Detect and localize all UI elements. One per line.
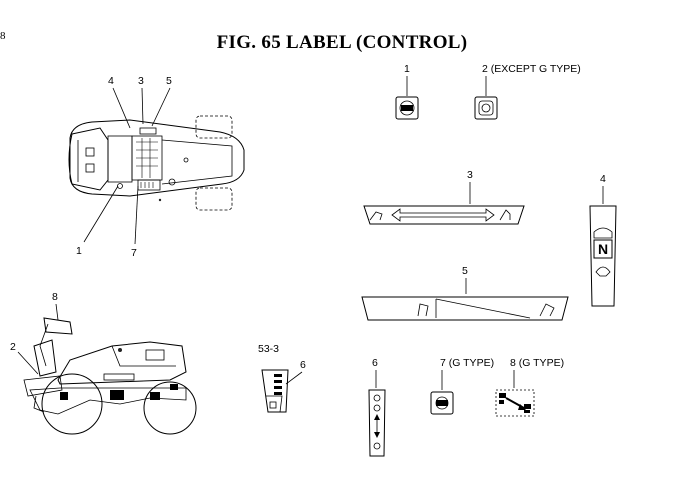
label-8: 8 (G TYPE) xyxy=(495,357,564,417)
label-5: 5 xyxy=(361,265,569,321)
callout-7: 7 xyxy=(131,247,137,259)
label-7: 7 (G TYPE) xyxy=(430,357,494,415)
label-3: 3 xyxy=(363,169,525,225)
figure-title: FIG. 65 LABEL (CONTROL) xyxy=(216,32,468,53)
label-6-number: 6 xyxy=(372,357,378,369)
top-view-callouts: 4 3 5 1 7 xyxy=(76,75,172,259)
callout-1: 1 xyxy=(76,245,82,257)
label-1: 1 xyxy=(395,63,419,120)
callout-3: 3 xyxy=(138,75,144,87)
tractor-side-view xyxy=(23,317,197,435)
callout-4: 4 xyxy=(108,75,114,87)
label-5-number: 5 xyxy=(462,265,468,277)
tractor-top-view xyxy=(68,115,245,211)
label-4-number: 4 xyxy=(600,173,606,185)
detail-ref-53-3: 53-3 xyxy=(258,343,279,355)
label-4-n-mark: N xyxy=(598,241,608,257)
label-2-number: 2 (EXCEPT G TYPE) xyxy=(482,63,581,75)
callout-5: 5 xyxy=(166,75,172,87)
side-view-callouts: 8 2 xyxy=(10,291,59,375)
seat-detail-53-3: 53-3 6 xyxy=(258,343,306,413)
label-8-number: 8 (G TYPE) xyxy=(510,357,564,369)
label-3-number: 3 xyxy=(467,169,473,181)
label-2: 2 (EXCEPT G TYPE) xyxy=(474,63,581,120)
callout-8: 8 xyxy=(52,291,58,303)
label-1-number: 1 xyxy=(404,63,410,75)
callout-6-detail: 6 xyxy=(300,359,306,371)
label-7-number: 7 (G TYPE) xyxy=(440,357,494,369)
label-4: 4 N xyxy=(589,173,617,307)
label-6: 6 xyxy=(368,357,386,457)
callout-2: 2 xyxy=(10,341,16,353)
page-number: 8 xyxy=(0,30,6,42)
